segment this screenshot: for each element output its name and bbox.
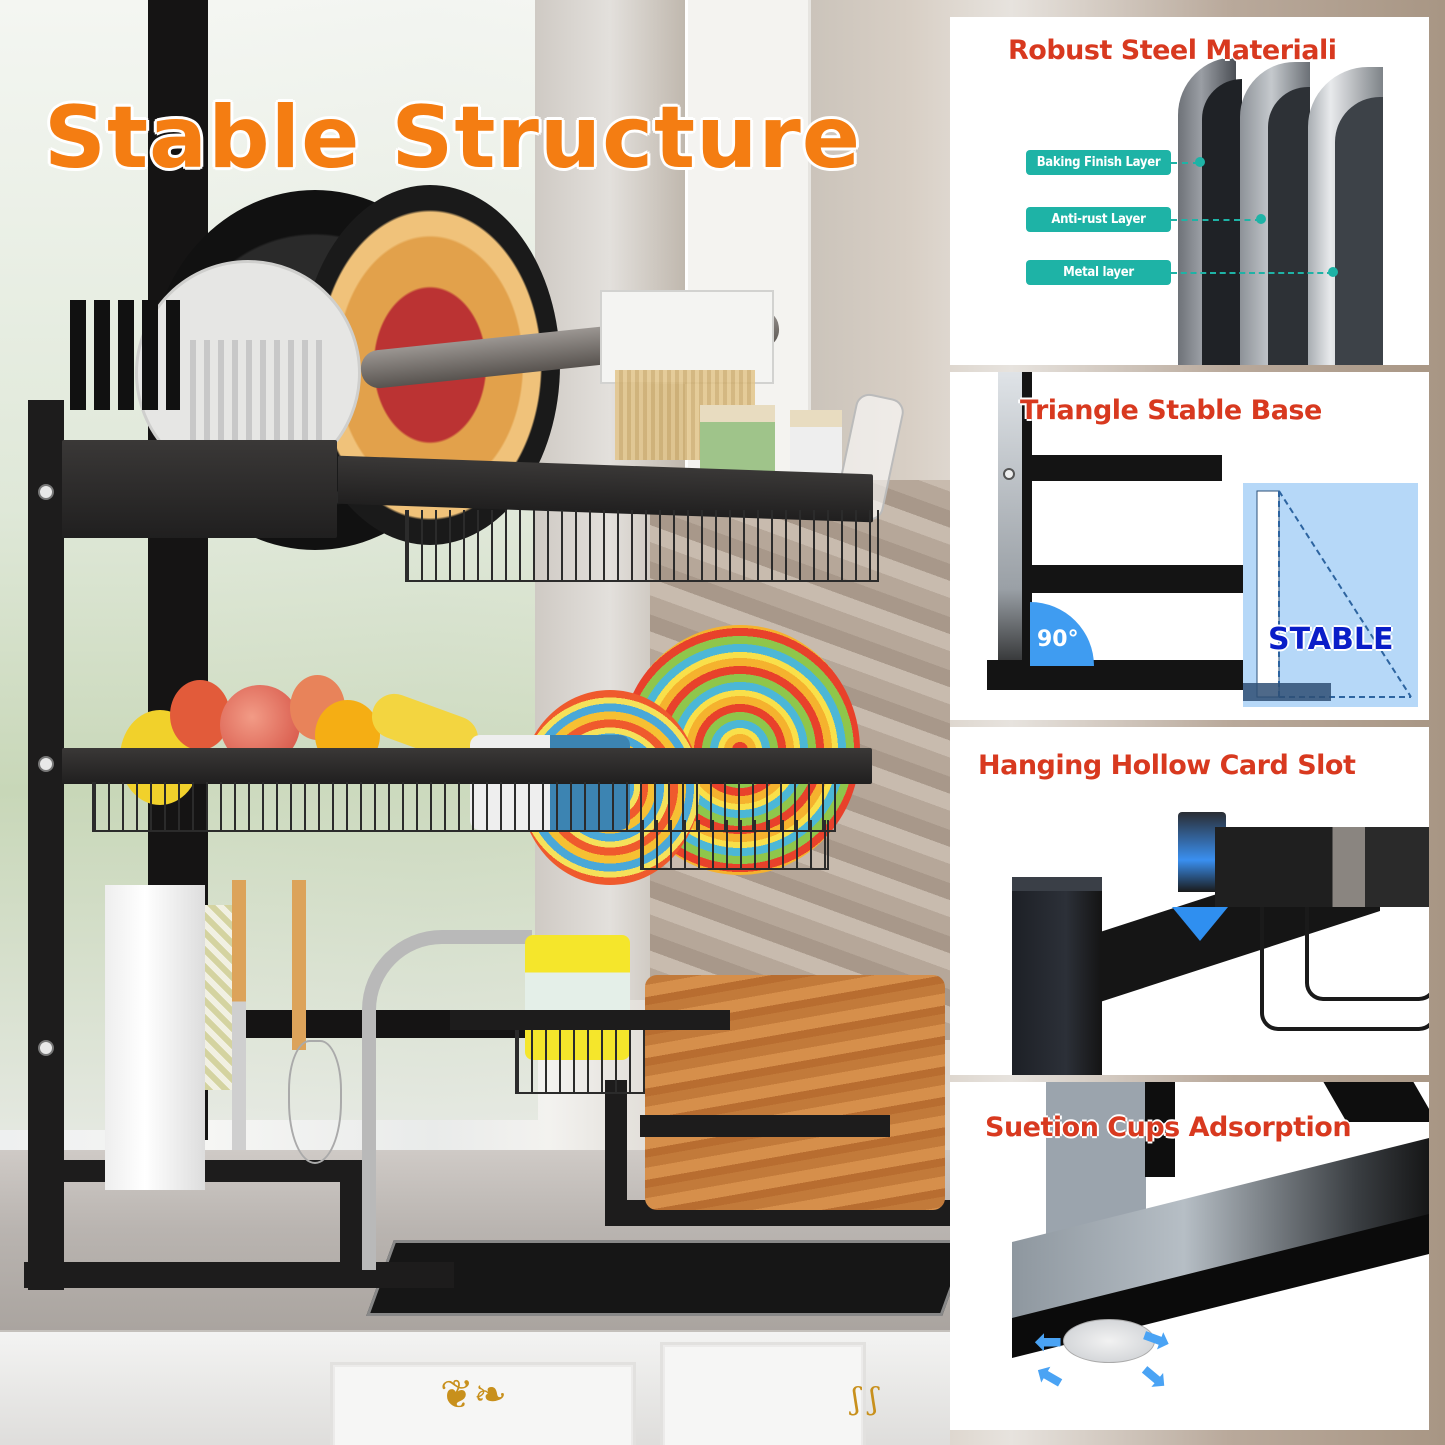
gold-handle-icon: ʃ ʃ xyxy=(852,1382,878,1417)
dot-marker-icon xyxy=(1256,214,1266,224)
middle-shelf xyxy=(62,748,872,784)
rack-post xyxy=(1022,372,1032,682)
knife-handles xyxy=(70,300,180,410)
rack-middle-bar xyxy=(1022,565,1247,593)
rack-upper-bar xyxy=(1022,455,1222,481)
rack-left-post xyxy=(28,400,64,1290)
cabinet-door xyxy=(330,1362,636,1445)
plate-wire-rack xyxy=(640,820,829,870)
whisk xyxy=(288,1040,342,1164)
panel-robust-steel: Robust Steel Materiali Baking Finish Lay… xyxy=(950,17,1429,365)
panel-title: Triangle Stable Base xyxy=(1020,395,1322,426)
rack-post-dark xyxy=(1145,1082,1175,1177)
rack-post xyxy=(1012,882,1102,1075)
apple xyxy=(170,680,230,750)
panel-triangle-base: 90° STABLE Triangle Stable Base xyxy=(950,372,1429,720)
wire-hooks xyxy=(1305,907,1429,1001)
rack-inner-post xyxy=(340,1160,362,1270)
screw-icon xyxy=(38,484,54,500)
post-cap xyxy=(1012,877,1102,891)
leader-line xyxy=(1171,162,1199,164)
screw-icon xyxy=(1003,468,1015,480)
spatula xyxy=(232,880,246,1150)
shelf-edge xyxy=(1215,827,1429,907)
arrow-left-icon: ⬅ xyxy=(1034,1322,1063,1362)
stable-diagram-box xyxy=(1243,483,1418,707)
screw-icon xyxy=(38,756,54,772)
layer-label-metal: Metal layer xyxy=(1026,260,1171,285)
dot-marker-icon xyxy=(1195,157,1205,167)
gold-handle-icon: ❦❧ xyxy=(440,1372,508,1418)
wire-hooks xyxy=(1260,907,1429,1031)
rack-lower-bar xyxy=(60,1160,350,1182)
panel-card-slot: Hanging Hollow Card Slot xyxy=(950,727,1429,1075)
whisk-handle xyxy=(292,880,306,1050)
base-foot-shadow xyxy=(1243,683,1331,701)
storage-container xyxy=(600,290,774,384)
layer-label-baking-finish: Baking Finish Layer xyxy=(1026,150,1171,175)
arrow-down-icon xyxy=(1172,907,1228,941)
rack-post-light xyxy=(1046,1082,1146,1237)
lower-rod xyxy=(450,1010,730,1030)
cutting-board-holder xyxy=(640,1115,890,1137)
dish-towel xyxy=(205,905,235,1090)
dot-marker-icon xyxy=(1328,267,1338,277)
cutlery-holder xyxy=(62,440,337,538)
panel-suction-cups: ⬅ ➡ ➡ ➡ Suetion Cups Adsorption xyxy=(950,1082,1429,1430)
steel-layer-dark xyxy=(1202,79,1242,365)
panel-title: Suetion Cups Adsorption xyxy=(985,1112,1352,1143)
angle-label: 90° xyxy=(1037,627,1079,652)
cabinet-door xyxy=(660,1342,866,1445)
top-wire-basket xyxy=(405,510,879,582)
leader-line xyxy=(1171,219,1261,221)
cutlery xyxy=(190,340,330,440)
paper-towel-roll xyxy=(105,885,205,1190)
leader-line xyxy=(1171,272,1333,274)
rack-right-post xyxy=(605,1080,627,1220)
panel-title: Robust Steel Materiali xyxy=(1008,35,1337,66)
cabinets: ❦❧ ʃ ʃ xyxy=(0,1330,950,1445)
faucet xyxy=(362,930,532,1270)
panel-title: Hanging Hollow Card Slot xyxy=(978,750,1356,781)
steel-layer-dark xyxy=(1268,87,1310,365)
steel-layer-core xyxy=(1335,97,1383,365)
arrow-down-right-icon: ➡ xyxy=(1130,1352,1179,1402)
screw-icon xyxy=(38,1040,54,1056)
triangle-diagram-icon xyxy=(1256,490,1412,698)
main-title: Stable Structure xyxy=(44,88,862,188)
suction-cup xyxy=(1063,1319,1155,1363)
stable-label: STABLE xyxy=(1268,622,1394,657)
layer-label-anti-rust: Anti-rust Layer xyxy=(1026,207,1171,232)
